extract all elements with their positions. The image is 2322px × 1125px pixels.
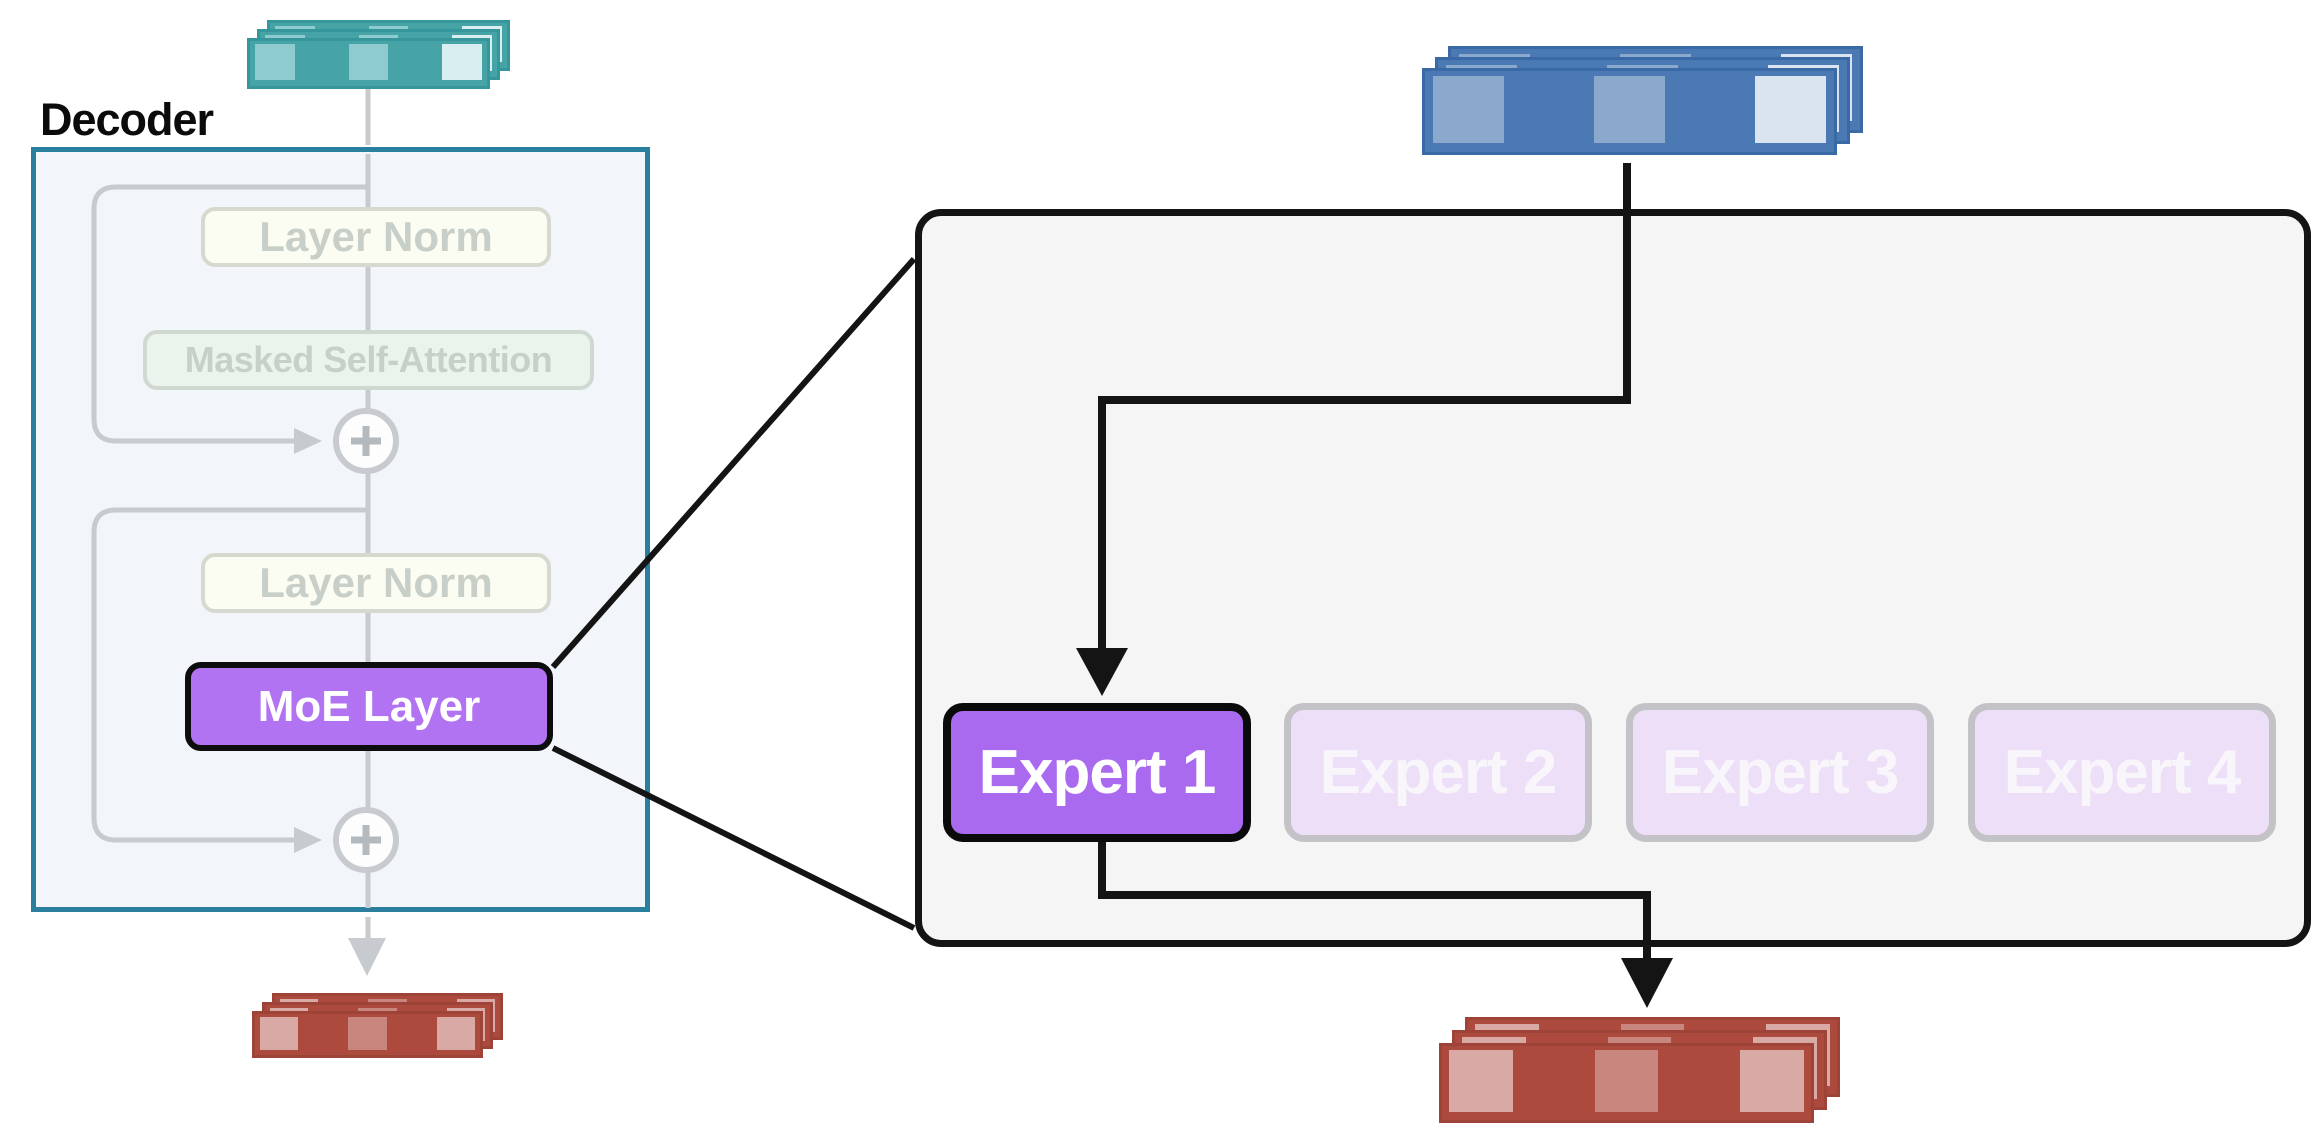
token-cell — [255, 44, 295, 80]
token-cell — [348, 44, 389, 80]
decoder-output-arrowhead — [348, 938, 386, 976]
token-row — [252, 1011, 483, 1058]
residual-add-circle-1 — [333, 408, 399, 474]
plus-icon — [351, 426, 381, 456]
expert-2-block: Expert 2 — [1284, 703, 1592, 842]
token-row — [247, 38, 490, 89]
expert-4-block: Expert 4 — [1968, 703, 2276, 842]
token-row — [1439, 1043, 1814, 1123]
token-cell — [436, 1017, 476, 1050]
token-cell — [260, 1017, 299, 1050]
moe-input-path — [1098, 163, 1631, 650]
moe-routing-paths — [1098, 163, 1651, 962]
zoom-guide-lines — [550, 257, 917, 931]
plus-icon — [351, 825, 381, 855]
token-cell — [442, 44, 482, 80]
expert-input-arrowhead — [1076, 648, 1128, 696]
token-cell — [1755, 76, 1826, 143]
token-cell — [1667, 1050, 1732, 1112]
masked-self-attention-block: Masked Self-Attention — [143, 330, 594, 390]
layer-norm-1-block: Layer Norm — [201, 207, 551, 267]
skip-arrowhead-2 — [294, 827, 322, 853]
token-row — [1422, 68, 1837, 155]
black-arrowheads — [1076, 648, 1673, 1008]
zoom-line-bottom — [551, 745, 916, 931]
token-cell — [304, 1017, 343, 1050]
token-cell — [1740, 1050, 1804, 1112]
residual-skip-1 — [91, 184, 368, 444]
moe-input-token-stack — [1422, 46, 1863, 155]
decoder-box — [31, 147, 650, 912]
decoder-label: Decoder — [40, 94, 214, 145]
token-cell — [1521, 1050, 1586, 1112]
gray-arrowheads — [294, 428, 386, 976]
token-cell — [1513, 76, 1585, 143]
decoder-input-token-stack — [247, 20, 510, 89]
moe-output-token-stack — [1439, 1017, 1840, 1123]
zoom-line-top — [550, 257, 917, 669]
token-cell — [1594, 1050, 1659, 1112]
token-cell — [1433, 76, 1504, 143]
token-cell — [301, 44, 342, 80]
layer-norm-2-block: Layer Norm — [201, 553, 551, 613]
moe-output-path — [1098, 842, 1651, 962]
token-cell — [1449, 1050, 1513, 1112]
token-cell — [1674, 76, 1746, 143]
token-cell — [395, 44, 436, 80]
residual-skip-2 — [91, 507, 368, 843]
token-cell — [392, 1017, 431, 1050]
expert-1-block: Expert 1 — [943, 703, 1251, 842]
moe-output-arrowhead — [1621, 958, 1673, 1008]
token-cell — [1594, 76, 1665, 143]
expert-3-block: Expert 3 — [1626, 703, 1934, 842]
moe-layer-block: MoE Layer — [185, 662, 553, 751]
decoder-output-token-stack — [252, 993, 503, 1058]
residual-add-circle-2 — [333, 807, 399, 873]
token-cell — [348, 1017, 387, 1050]
skip-arrowhead-1 — [294, 428, 322, 454]
